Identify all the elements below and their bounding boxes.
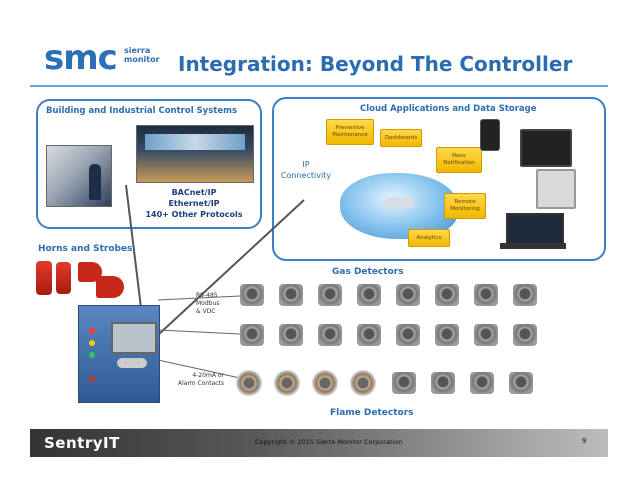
- analog-label: 4-20mA or Alarm Contacts: [178, 372, 224, 388]
- logo-sub-line1: sierra: [124, 46, 151, 55]
- mass-notification-tag: Mass Notification: [436, 147, 482, 173]
- gas-detector-icon: [240, 324, 264, 346]
- analog-line2: Alarm Contacts: [178, 380, 225, 387]
- footer-bar: SentryIT Copyright © 2015 Sierra Monitor…: [30, 429, 608, 457]
- gas-detector-icon: [279, 324, 303, 346]
- analog-line1: 4-20mA or: [192, 372, 225, 379]
- operator-photo: [46, 145, 112, 207]
- page-title: Integration: Beyond The Controller: [178, 52, 573, 76]
- gas-detector-icon: [318, 324, 342, 346]
- laptop-icon: [506, 213, 564, 245]
- protocol-list: BACnet/IP Ethernet/IP 140+ Other Protoco…: [138, 187, 250, 220]
- logo-subtitle: sierra monitor: [124, 46, 160, 64]
- gas-detector-icon: [431, 372, 455, 394]
- ip-connectivity-label: IP Connectivity: [278, 159, 334, 181]
- gas-detector-icon: [357, 324, 381, 346]
- gas-detector-icon: [396, 284, 420, 306]
- gas-detector-icon: [509, 372, 533, 394]
- strobe-icon: [36, 261, 52, 295]
- remote-monitoring-tag: Remote Monitoring: [444, 193, 486, 219]
- smartphone-icon: [480, 119, 500, 151]
- flame-detector-icon: [312, 370, 338, 396]
- warning-led-icon: [89, 340, 95, 346]
- cloud-icon: [340, 173, 458, 239]
- gas-detector-icon: [435, 284, 459, 306]
- gas-row1-wire: [157, 295, 241, 301]
- ok-led-icon: [89, 352, 95, 358]
- control-room-photo: [136, 125, 254, 183]
- gas-detector-icon: [513, 324, 537, 346]
- flame-detector-icon: [274, 370, 300, 396]
- gas-detectors-label: Gas Detectors: [332, 267, 404, 277]
- ip-label-line1: IP: [302, 160, 310, 169]
- flame-detector-icon: [350, 370, 376, 396]
- logo-mark: smc: [44, 38, 118, 78]
- horn-icon: [96, 276, 124, 298]
- building-control-title: Building and Industrial Control Systems: [46, 106, 238, 116]
- building-control-systems-panel: Building and Industrial Control Systems …: [36, 99, 262, 229]
- page-number: 9: [582, 437, 587, 445]
- gas-detector-icon: [474, 284, 498, 306]
- gas-detector-icon: [279, 284, 303, 306]
- gas-detector-icon: [357, 284, 381, 306]
- gas-detector-icon: [396, 324, 420, 346]
- ip-connection-line: [157, 199, 305, 336]
- copyright-text: Copyright © 2015 Sierra Monitor Corporat…: [255, 438, 403, 446]
- title-divider: [30, 85, 608, 87]
- gas-detector-icon: [392, 372, 416, 394]
- gas-row2-wire: [157, 329, 241, 335]
- key-icon: [384, 197, 414, 209]
- laptop-base: [500, 243, 566, 249]
- ip-label-line2: Connectivity: [280, 171, 332, 180]
- sierra-monitor-logo: smc sierra monitor: [44, 40, 174, 80]
- flame-row-wire: [157, 359, 241, 379]
- gas-detector-icon: [513, 284, 537, 306]
- rs485-line3: & VDC: [196, 308, 216, 315]
- flame-detector-icon: [236, 370, 262, 396]
- preventive-maintenance-tag: Preventive Maintenance: [326, 119, 374, 145]
- gas-detector-icon: [435, 324, 459, 346]
- rs485-line2: Modbus: [196, 300, 220, 307]
- sentry-controller: [78, 305, 160, 403]
- protocol-ethernet: Ethernet/IP: [168, 199, 220, 208]
- gas-detector-icon: [318, 284, 342, 306]
- touch-panel-icon: [536, 169, 576, 209]
- strobe-icon: [56, 262, 71, 294]
- dashboards-tag: Dashboards: [380, 129, 422, 147]
- reset-led-icon: [89, 376, 95, 382]
- operator-figure: [89, 164, 101, 200]
- cloud-title: Cloud Applications and Data Storage: [360, 104, 537, 114]
- gas-detector-icon: [470, 372, 494, 394]
- rs485-line1: RS-485: [196, 292, 218, 299]
- gas-detector-icon: [474, 324, 498, 346]
- analytics-tag: Analytics: [408, 229, 450, 247]
- cloud-applications-panel: Cloud Applications and Data Storage IP C…: [272, 97, 606, 261]
- protocol-other: 140+ Other Protocols: [145, 210, 243, 219]
- flame-detectors-label: Flame Detectors: [330, 408, 414, 418]
- control-room-screens: [145, 134, 245, 150]
- bms-connection-line: [125, 184, 143, 317]
- tablet-icon: [520, 129, 572, 167]
- logo-sub-line2: monitor: [124, 55, 160, 64]
- gas-detector-icon: [240, 284, 264, 306]
- protocol-bacnet: BACnet/IP: [171, 188, 217, 197]
- sentryit-logo: SentryIT: [44, 434, 120, 452]
- alarm-led-icon: [89, 328, 95, 334]
- controller-badge: [117, 358, 147, 368]
- rs485-label: RS-485 Modbus & VDC: [196, 292, 219, 316]
- controller-display: [111, 322, 157, 354]
- horns-strobes-label: Horns and Strobes: [38, 244, 133, 254]
